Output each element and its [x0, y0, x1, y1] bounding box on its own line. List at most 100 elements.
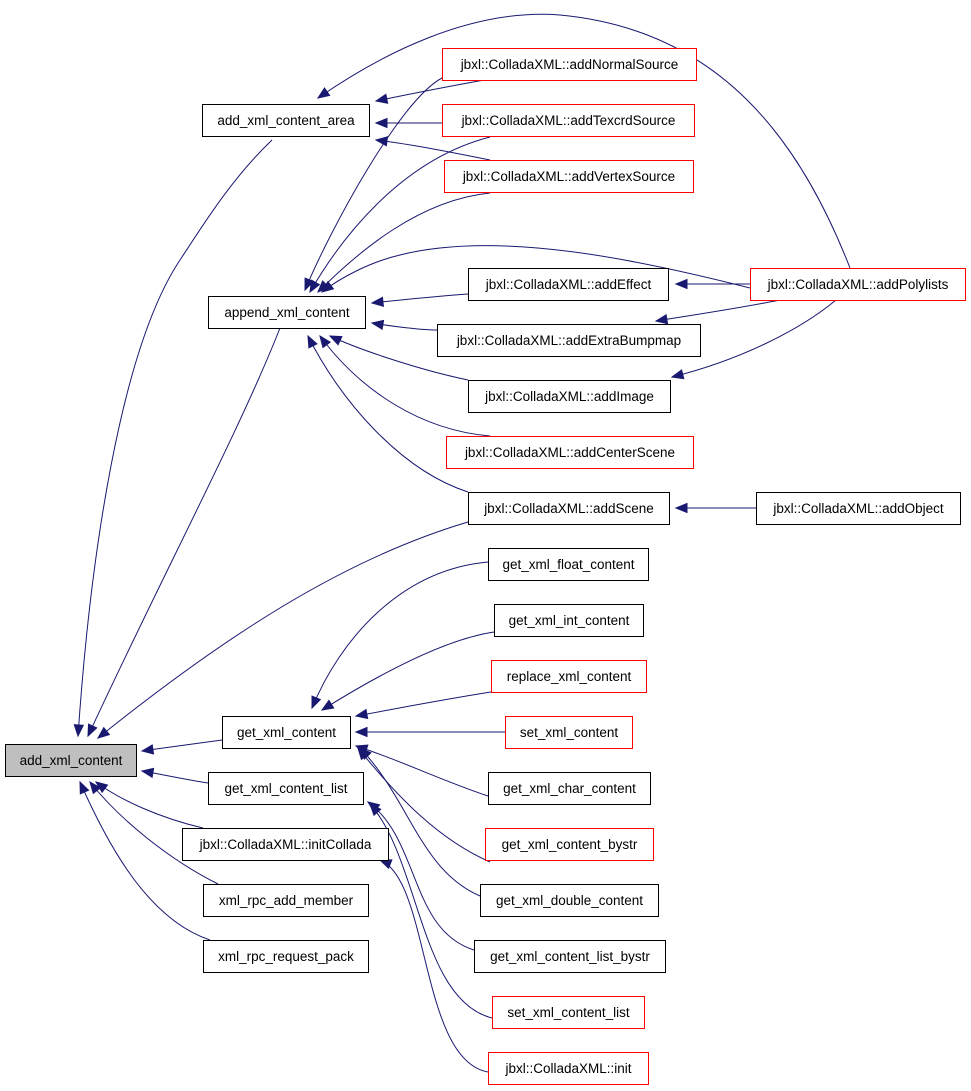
node-label: jbxl::ColladaXML::addCenterScene [464, 445, 675, 460]
arrow-head-icon [309, 279, 321, 294]
edge-line [87, 327, 281, 737]
node-label: set_xml_content [520, 725, 619, 740]
node-box[interactable] [208, 296, 366, 329]
arrow-head-icon [320, 280, 335, 293]
node-box[interactable] [488, 548, 649, 581]
edge-addCenterScene-to-append_xml_content [319, 334, 491, 437]
node-box[interactable] [468, 492, 670, 525]
node-box[interactable] [494, 604, 644, 637]
node-set_xml_content[interactable]: set_xml_content [505, 716, 633, 749]
edge-get_xml_char_content-to-get_xml_content [354, 744, 489, 797]
node-box[interactable] [485, 828, 654, 861]
node-addCenterScene[interactable]: jbxl::ColladaXML::addCenterScene [446, 436, 694, 469]
node-addObject[interactable]: jbxl::ColladaXML::addObject [756, 492, 961, 525]
node-box[interactable] [446, 436, 694, 469]
arrow-head-icon [354, 708, 369, 720]
node-label: jbxl::ColladaXML::addNormalSource [460, 57, 679, 72]
node-addPolylists[interactable]: jbxl::ColladaXML::addPolylists [750, 268, 966, 301]
node-get_xml_int_content[interactable]: get_xml_int_content [494, 604, 644, 637]
node-append_xml_content[interactable]: append_xml_content [208, 296, 366, 329]
edge-line [655, 299, 781, 322]
edge-line [304, 77, 443, 291]
node-get_xml_content[interactable]: get_xml_content [222, 716, 351, 749]
node-set_xml_content_list[interactable]: set_xml_content_list [492, 996, 645, 1029]
node-box[interactable] [444, 160, 694, 193]
edge-set_xml_content-to-get_xml_content [354, 726, 505, 738]
arrow-head-icon [370, 296, 384, 307]
node-addVertexSource[interactable]: jbxl::ColladaXML::addVertexSource [444, 160, 694, 193]
node-addScene[interactable]: jbxl::ColladaXML::addScene [468, 492, 670, 525]
edge-line [355, 745, 489, 797]
node-get_xml_content_bystr[interactable]: get_xml_content_bystr [485, 828, 654, 861]
node-box[interactable] [492, 996, 645, 1029]
node-label: jbxl::ColladaXML::init [504, 1061, 631, 1076]
node-box[interactable] [488, 772, 651, 805]
node-add_xml_content[interactable]: add_xml_content [5, 744, 137, 777]
arrow-head-icon [670, 369, 685, 380]
edge-addPolylists-to-addExtraBumpmap [654, 299, 781, 325]
edge-add_xml_content_area-to-add_xml_content [73, 139, 273, 738]
arrow-head-icon [319, 334, 332, 349]
edge-line [79, 781, 211, 941]
node-box[interactable] [203, 940, 369, 973]
node-box[interactable] [222, 716, 351, 749]
node-box[interactable] [750, 268, 966, 301]
node-addEffect[interactable]: jbxl::ColladaXML::addEffect [468, 268, 669, 301]
node-addImage[interactable]: jbxl::ColladaXML::addImage [468, 380, 671, 413]
node-label: get_xml_int_content [509, 613, 630, 628]
node-addNormalSource[interactable]: jbxl::ColladaXML::addNormalSource [442, 48, 697, 81]
edge-line [367, 801, 475, 951]
node-get_xml_char_content[interactable]: get_xml_char_content [488, 772, 651, 805]
node-init[interactable]: jbxl::ColladaXML::init [488, 1052, 649, 1085]
edge-line [357, 747, 491, 863]
arrow-head-icon [654, 314, 669, 325]
node-xml_rpc_request_pack[interactable]: xml_rpc_request_pack [203, 940, 369, 973]
arrow-head-icon [307, 334, 318, 349]
node-box[interactable] [468, 268, 669, 301]
edge-replace_xml_content-to-get_xml_content [354, 691, 492, 720]
node-label: get_xml_double_content [496, 893, 643, 908]
node-box[interactable] [437, 324, 701, 357]
node-box[interactable] [208, 772, 364, 805]
edge-line [355, 691, 492, 717]
node-xml_rpc_add_member[interactable]: xml_rpc_add_member [203, 884, 369, 917]
edge-append_xml_content-to-add_xml_content [87, 327, 281, 738]
node-label: get_xml_float_content [502, 557, 634, 572]
edge-line [311, 561, 489, 709]
node-addTexcrdSource[interactable]: jbxl::ColladaXML::addTexcrdSource [442, 104, 695, 137]
node-get_xml_double_content[interactable]: get_xml_double_content [480, 884, 659, 917]
node-box[interactable] [468, 380, 671, 413]
arrow-head-icon [374, 93, 389, 104]
node-box[interactable] [5, 744, 137, 777]
edge-get_xml_content-to-add_xml_content [140, 739, 223, 755]
node-box[interactable] [505, 716, 633, 749]
node-initCollada[interactable]: jbxl::ColladaXML::initCollada [182, 828, 389, 861]
node-add_xml_content_area[interactable]: add_xml_content_area [202, 104, 370, 137]
edge-addScene-to-append_xml_content [307, 334, 469, 493]
edge-addEffect-to-append_xml_content [370, 293, 469, 307]
edge-get_xml_content_list-to-add_xml_content [140, 767, 209, 784]
edge-line [307, 335, 469, 493]
node-addExtraBumpmap[interactable]: jbxl::ColladaXML::addExtraBumpmap [437, 324, 701, 357]
arrow-head-icon [89, 780, 102, 795]
node-get_xml_float_content[interactable]: get_xml_float_content [488, 548, 649, 581]
edge-line [309, 136, 491, 293]
node-get_xml_content_list[interactable]: get_xml_content_list [208, 772, 364, 805]
edge-line [319, 335, 491, 437]
node-box[interactable] [756, 492, 961, 525]
edge-line [379, 859, 489, 1073]
node-box[interactable] [442, 48, 697, 81]
node-box[interactable] [203, 884, 369, 917]
node-box[interactable] [480, 884, 659, 917]
node-box[interactable] [491, 660, 647, 693]
node-box[interactable] [474, 940, 666, 973]
node-replace_xml_content[interactable]: replace_xml_content [491, 660, 647, 693]
node-box[interactable] [182, 828, 389, 861]
edge-addVertexSource-to-add_xml_content_area [374, 136, 491, 161]
node-box[interactable] [442, 104, 695, 137]
node-get_xml_content_list_bystr[interactable]: get_xml_content_list_bystr [474, 940, 666, 973]
node-box[interactable] [488, 1052, 649, 1085]
node-box[interactable] [202, 104, 370, 137]
arrow-head-icon [674, 502, 688, 514]
